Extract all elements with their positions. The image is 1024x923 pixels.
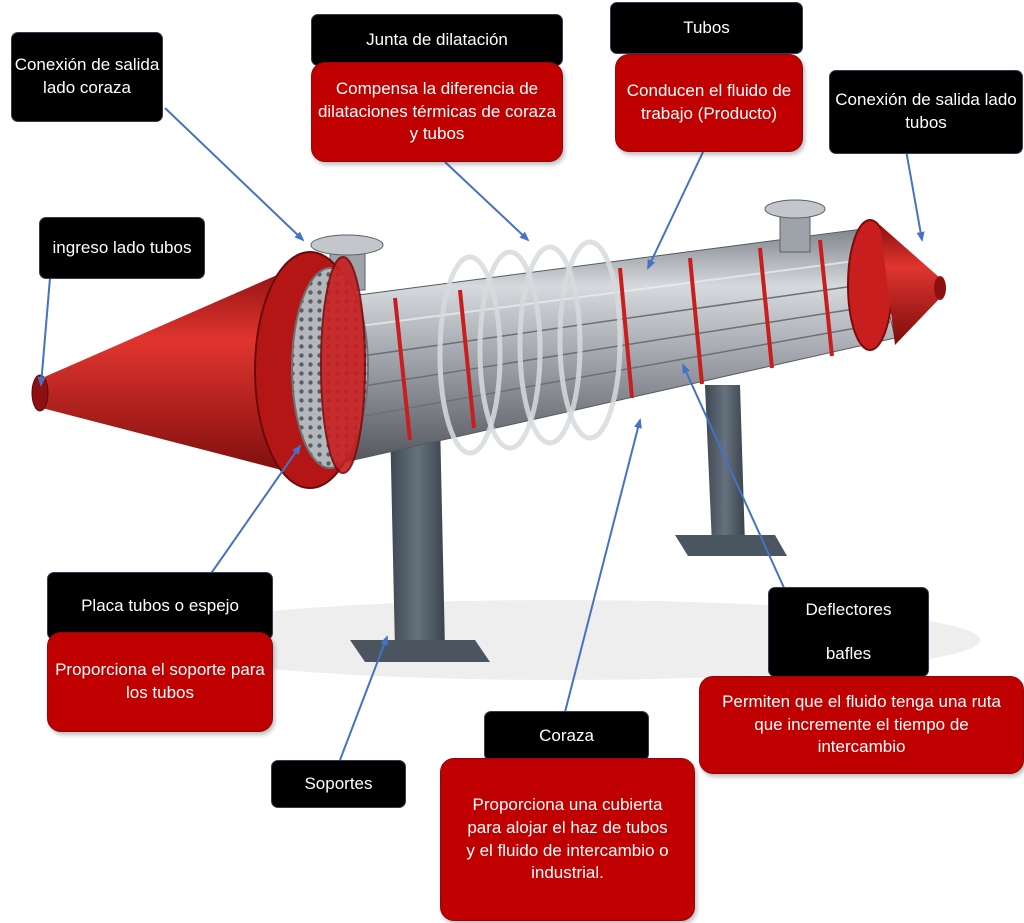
arrow-coraza bbox=[564, 418, 642, 713]
arrow-tubos bbox=[647, 151, 704, 270]
shell-and-tubes bbox=[310, 199, 896, 463]
left-channel-cone bbox=[31, 251, 369, 489]
label-conexion-salida-tubos: Conexión de salida lado tubos bbox=[829, 70, 1023, 154]
label-junta-desc: Compensa la diferencia de dilataciones t… bbox=[311, 62, 563, 162]
label-coraza-desc: Proporciona una cubierta para alojar el … bbox=[440, 758, 695, 921]
label-placa-title: Placa tubos o espejo bbox=[47, 572, 273, 640]
arrow-conexion-salida-tubos bbox=[905, 149, 925, 242]
label-ingreso-tubos: ingreso lado tubos bbox=[39, 217, 205, 279]
label-junta-title: Junta de dilatación bbox=[311, 14, 563, 66]
label-placa-desc: Proporciona el soporte para los tubos bbox=[47, 632, 273, 732]
deflectores-subtitle: bafles bbox=[825, 643, 872, 663]
label-tubos-desc: Conducen el fluido de trabajo (Producto) bbox=[615, 54, 803, 152]
support-legs bbox=[350, 385, 787, 662]
arrow-placa bbox=[209, 444, 302, 576]
arrow-conexion-salida-coraza bbox=[164, 107, 305, 242]
arrow-junta bbox=[444, 161, 530, 242]
arrow-ingreso-tubos bbox=[37, 277, 51, 387]
label-deflectores: Deflectores bafles bbox=[768, 587, 929, 677]
label-conexion-salida-coraza: Conexión de salida lado coraza bbox=[11, 32, 163, 122]
right-channel-cone bbox=[847, 219, 946, 351]
label-coraza-title: Coraza bbox=[484, 711, 649, 761]
label-soportes: Soportes bbox=[271, 760, 406, 808]
arrow-soportes bbox=[339, 635, 388, 761]
arrow-deflectores bbox=[682, 363, 786, 591]
callout-arrows bbox=[37, 107, 925, 761]
deflectores-title: Deflectores bbox=[805, 599, 892, 619]
label-tubos-title: Tubos bbox=[610, 2, 803, 54]
label-deflectores-desc: Permiten que el fluido tenga una ruta qu… bbox=[699, 676, 1024, 774]
